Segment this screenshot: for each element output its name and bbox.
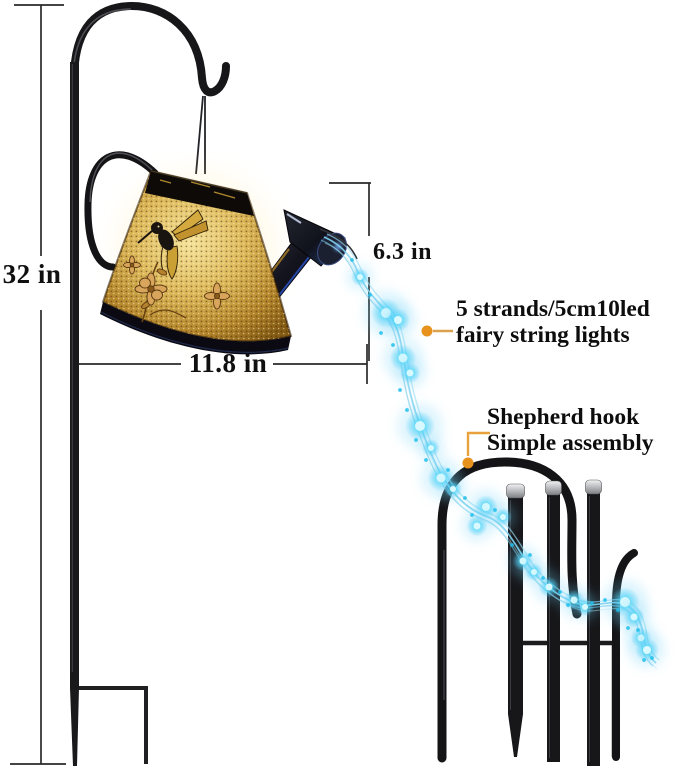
hummingbird-motif (137, 209, 209, 280)
lights-callout-dot-icon (421, 325, 433, 337)
extension-pole-piece (545, 480, 562, 762)
shepherd-hook-graphic (70, 1, 230, 766)
hook-callout-line (466, 431, 490, 456)
shepherd-hook-callout-label: Shepherd hook Simple assembly (487, 404, 653, 456)
can-rim (145, 170, 254, 216)
step-bracket-piece (521, 640, 617, 757)
spout-drop-measurement-label: 6.3 in (373, 239, 433, 265)
shepherd-hook-callout-line2: Simple assembly (487, 430, 654, 456)
fairy-lights-callout-line1: 5 strands/5cm10led (456, 296, 650, 322)
can-handle (84, 151, 159, 271)
fairy-lights-graphic (319, 228, 666, 670)
extension-pole-piece (585, 479, 602, 766)
callout-connectors (421, 325, 490, 469)
height-measurement-label: 32 in (2, 259, 62, 289)
width-measurement-label: 11.8 in (188, 348, 268, 378)
hook-step-bracket (79, 686, 148, 764)
can-base (100, 302, 291, 355)
height-dimension-line (10, 4, 66, 765)
fairy-lights-callout-label: 5 strands/5cm10led fairy string lights (456, 296, 650, 348)
shepherd-hook-callout-line1: Shepherd hook (487, 404, 640, 430)
flower-motif (123, 255, 230, 323)
fairy-lights-callout-line2: fairy string lights (456, 322, 630, 348)
hook-callout-dot-icon (462, 457, 474, 469)
watering-can-graphic (84, 151, 347, 355)
width-dimension-line (79, 344, 368, 384)
